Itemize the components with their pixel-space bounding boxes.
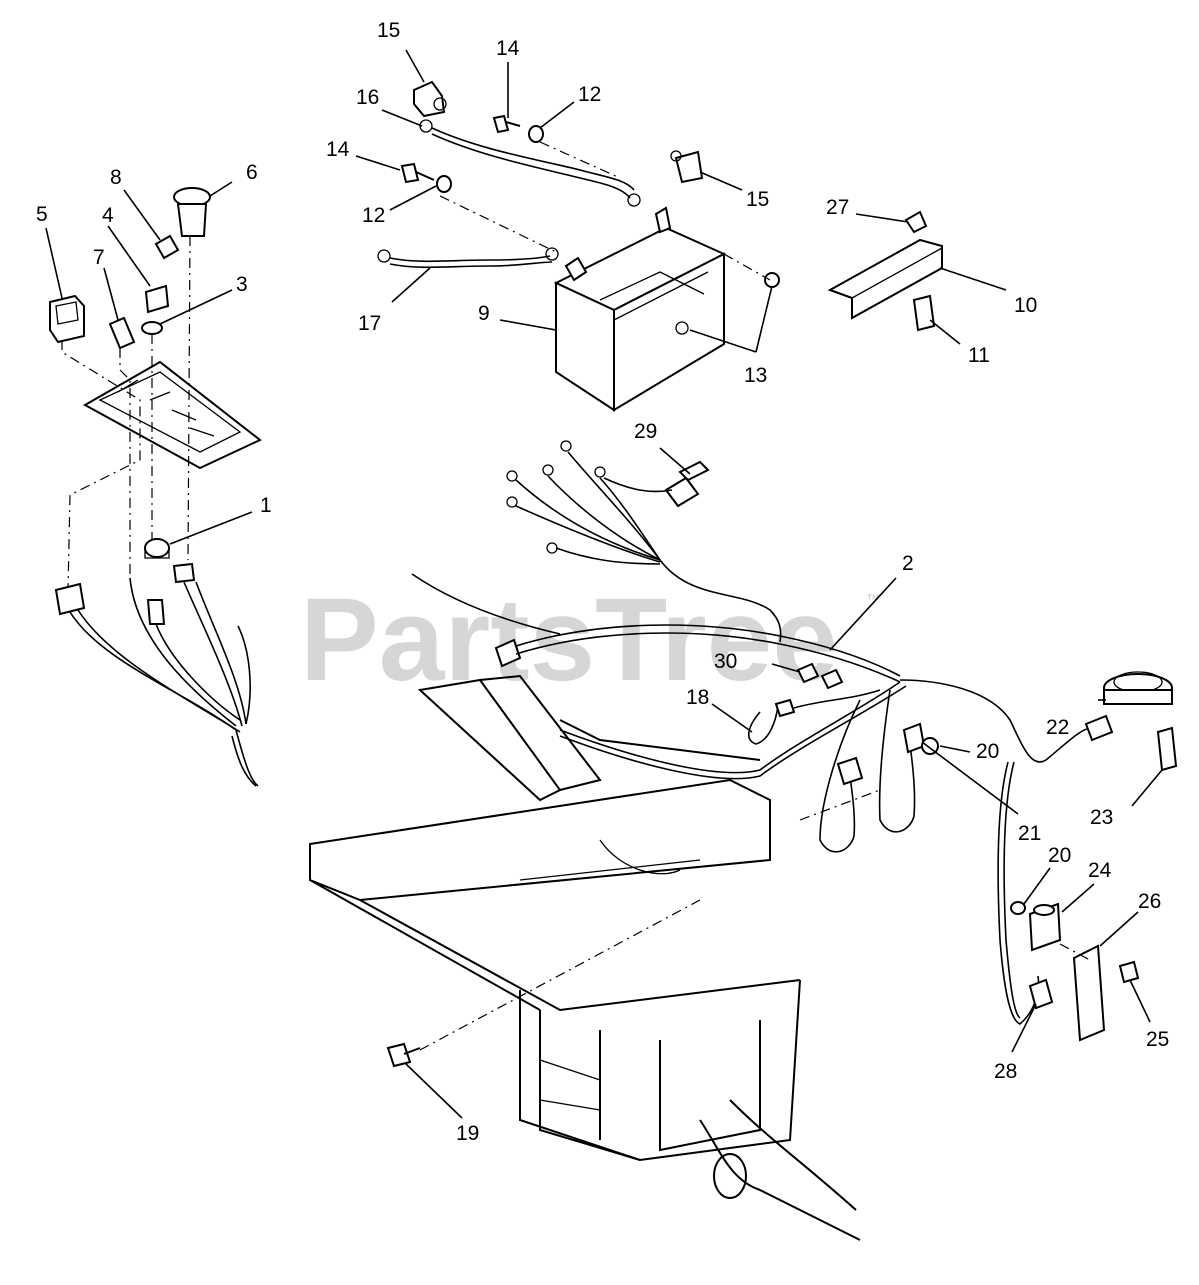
callout-9: 9: [478, 302, 490, 325]
switch-5: [49, 294, 85, 344]
callout-11: 11: [968, 344, 990, 367]
mower-frame: [309, 674, 861, 1241]
callout-29: 29: [634, 420, 657, 443]
knob-8: [154, 234, 180, 260]
plate-4: [144, 284, 170, 314]
callout-30: 30: [714, 650, 737, 673]
callout-27: 27: [826, 196, 849, 219]
dash-panel: [82, 360, 262, 470]
callout-25: 25: [1146, 1028, 1169, 1051]
callout-4: 4: [102, 204, 114, 227]
callout-8: 8: [110, 166, 122, 189]
washer-12-mid: [436, 175, 452, 193]
callout-10: 10: [1014, 294, 1037, 317]
plug-1: [144, 538, 170, 559]
battery-9: [553, 206, 727, 412]
bolt-14-mid: [400, 162, 435, 184]
callout-2: 2: [902, 552, 914, 575]
boot-15-top: [413, 80, 447, 118]
callout-21: 21: [1018, 822, 1041, 845]
callout-12-mid: 12: [362, 204, 385, 227]
callout-7: 7: [93, 246, 105, 269]
callout-19: 19: [456, 1122, 479, 1145]
callout-numbers: 15 14 12 16 14 15 12 8 6 5 4 7 3 27 10 1…: [36, 19, 1169, 1145]
wingnut-27: [904, 210, 928, 234]
cable-16: [419, 119, 641, 207]
callout-13: 13: [744, 364, 767, 387]
bolt-28: [1028, 978, 1054, 1010]
callout-14-mid: 14: [326, 138, 350, 161]
watermark-trademark: ™: [866, 591, 880, 607]
screw-23: [1156, 726, 1178, 772]
bolt-19: [386, 1042, 421, 1068]
callout-15-right: 15: [746, 188, 769, 211]
nut-13: [764, 272, 780, 288]
callout-20-low: 20: [1048, 844, 1071, 867]
callout-24: 24: [1088, 859, 1112, 882]
callout-12-top: 12: [578, 83, 601, 106]
callout-20-top: 20: [976, 740, 999, 763]
callout-26: 26: [1138, 890, 1161, 913]
clip-7: [108, 316, 136, 350]
callout-14-top: 14: [496, 37, 520, 60]
callout-22: 22: [1046, 716, 1069, 739]
callout-16: 16: [356, 86, 379, 109]
callout-17: 17: [358, 312, 381, 335]
cable-17: [377, 247, 559, 269]
nut-3: [141, 321, 163, 335]
bolt-11: [912, 294, 936, 332]
washer-12-top: [528, 125, 544, 143]
callout-15-top: 15: [377, 19, 400, 42]
dash-harness: [54, 562, 259, 787]
callout-6: 6: [246, 161, 258, 184]
ignition-6: [173, 187, 211, 237]
bolt-25: [1118, 960, 1140, 984]
leader-lines: [45, 49, 1163, 1119]
nut-20-low: [1010, 901, 1026, 915]
horn-22: [1103, 671, 1173, 705]
callout-28: 28: [994, 1060, 1017, 1083]
bracket-26: [1072, 944, 1106, 1042]
callout-3: 3: [236, 273, 248, 296]
bolt-14-top: [492, 114, 521, 134]
callout-18: 18: [686, 686, 709, 709]
callout-23: 23: [1090, 806, 1113, 829]
solenoid-24: [1028, 902, 1062, 952]
boot-15-right: [670, 150, 704, 184]
watermark-text: PartsTree: [300, 574, 838, 706]
callout-5: 5: [36, 203, 48, 226]
callout-1: 1: [260, 494, 272, 517]
main-harness: [411, 440, 1114, 1025]
